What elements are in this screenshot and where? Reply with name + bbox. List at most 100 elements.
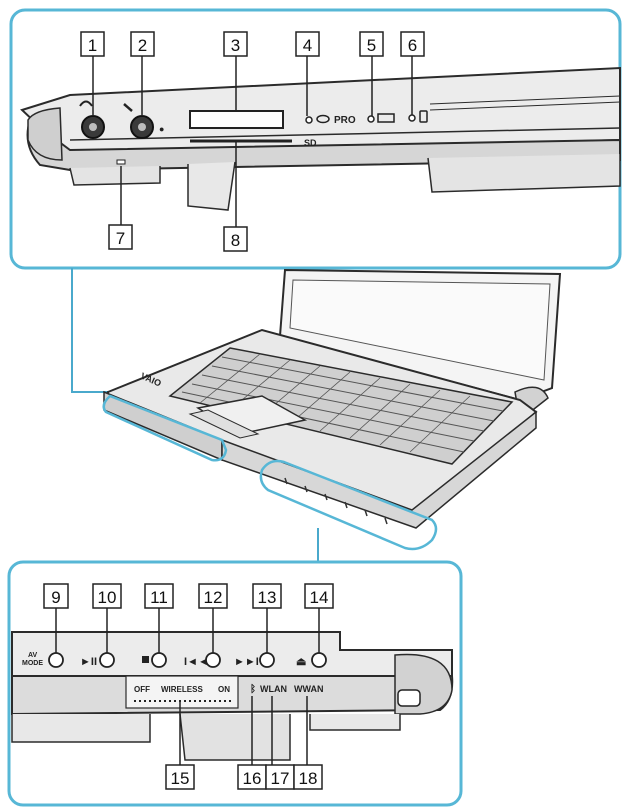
callout-box-10 [92, 583, 122, 609]
laptop-illustration: VAIO [102, 268, 562, 551]
wireless-switch-panel [125, 675, 239, 709]
top-panel-foot-left [69, 166, 161, 186]
callout-box-13 [252, 583, 282, 609]
dash [364, 509, 368, 517]
dash [344, 501, 348, 509]
callout-box-8 [223, 226, 248, 252]
key-col-line [289, 371, 351, 425]
front-buttons-area [259, 459, 438, 551]
av-mode-label-top: AV [28, 652, 38, 659]
wwan-label: WWAN [294, 684, 324, 694]
pro-label: PRO [334, 115, 356, 126]
bottom-panel-foot [11, 714, 151, 743]
callout-13: 13 [258, 588, 277, 607]
callout-3: 3 [231, 36, 240, 55]
previous-track-button [205, 652, 221, 668]
next-track-icon: ►►I [234, 656, 259, 668]
hard-disk-indicator [408, 114, 416, 122]
callout-box-6 [400, 31, 425, 57]
callout-box-18 [293, 764, 323, 790]
microphone-polarity-mark: ● [159, 124, 164, 134]
key-col-line [409, 395, 471, 453]
dash [304, 485, 308, 493]
eject-icon: ⏏ [296, 656, 307, 668]
callout-4: 4 [303, 36, 312, 55]
dash [324, 493, 328, 501]
callout-box-4 [295, 31, 320, 57]
callout-1: 1 [88, 36, 97, 55]
callout-15: 15 [171, 769, 190, 788]
eject-button [311, 652, 327, 668]
bottom-panel-foot-center [179, 713, 291, 761]
headphone-jack-hole [89, 123, 97, 131]
wireless-off-label: OFF [134, 685, 150, 694]
callout-box-9 [43, 583, 69, 609]
dash [384, 517, 388, 525]
callout-14: 14 [310, 588, 329, 607]
key-row-line [221, 356, 504, 412]
wireless-switch: OFF WIRELESS ON [125, 675, 239, 709]
bluetooth-icon: ᛒ [250, 683, 256, 695]
callout-9: 9 [51, 588, 60, 607]
callout-box-2 [130, 31, 155, 57]
sd-label: SD [304, 138, 317, 148]
callout-6: 6 [408, 36, 417, 55]
microphone-jack-hole [138, 123, 146, 131]
memory-stick-slot [189, 110, 284, 129]
top-panel-corner [27, 107, 63, 161]
callout-8: 8 [231, 231, 240, 250]
key-col-line [379, 389, 441, 446]
dash [284, 477, 288, 485]
next-track-button [259, 652, 275, 668]
callout-12: 12 [204, 588, 223, 607]
front-ports-area [102, 394, 228, 462]
key-row-line [191, 383, 475, 442]
bottom-leader-lines [55, 608, 320, 765]
callout-box-12 [198, 583, 228, 609]
top-panel-seam [69, 127, 621, 141]
callout-box-3 [223, 31, 248, 57]
callout-7: 7 [116, 229, 125, 248]
callout-16: 16 [243, 769, 262, 788]
callout-box-7 [108, 224, 133, 250]
top-detail-panel: ● SD PRO 1 2 3 [9, 8, 622, 270]
callout-11: 11 [150, 588, 168, 607]
top-panel-foot-center [187, 161, 236, 211]
laptop-right-edge [221, 410, 537, 529]
wireless-label: WIRELESS [161, 685, 203, 694]
key-col-line [349, 383, 411, 439]
memory-stick-icon [316, 114, 330, 124]
play-pause-icon: ►II [80, 656, 97, 668]
top-panel-vent [429, 101, 621, 111]
top-leader-lines [92, 56, 413, 227]
bottom-panel-slot [397, 689, 421, 707]
av-mode-button [48, 652, 64, 668]
callout-box-5 [359, 31, 384, 57]
callout-2: 2 [138, 36, 147, 55]
battery-indicator [367, 115, 375, 123]
battery-icon [377, 113, 395, 123]
key-row-line [211, 365, 495, 422]
callout-10: 10 [98, 588, 117, 607]
av-mode-label-bottom: MODE [22, 660, 43, 667]
callout-box-11 [144, 583, 174, 609]
microphone-icon [123, 103, 133, 112]
front-buttons-dashes [284, 477, 388, 525]
connector-top [71, 268, 122, 393]
stop-icon [142, 656, 149, 663]
callout-17: 17 [271, 769, 290, 788]
bottom-detail-panel: AV MODE ►II I◄◄ ►►I ⏏ OFF WIRELESS ON ᛒ … [7, 560, 463, 807]
key-row-line [201, 374, 485, 432]
callout-box-1 [80, 31, 105, 57]
key-col-line [319, 377, 381, 432]
headphone-icon [79, 100, 93, 107]
charge-indicator [116, 159, 126, 165]
top-panel-foot-right [427, 154, 621, 193]
stop-button [151, 652, 167, 668]
media-buttons: AV MODE ►II I◄◄ ►►I ⏏ [22, 652, 327, 668]
key-col-line [199, 353, 261, 404]
wlan-label: WLAN [260, 684, 287, 694]
wireless-on-label: ON [218, 685, 230, 694]
callout-5: 5 [367, 36, 376, 55]
